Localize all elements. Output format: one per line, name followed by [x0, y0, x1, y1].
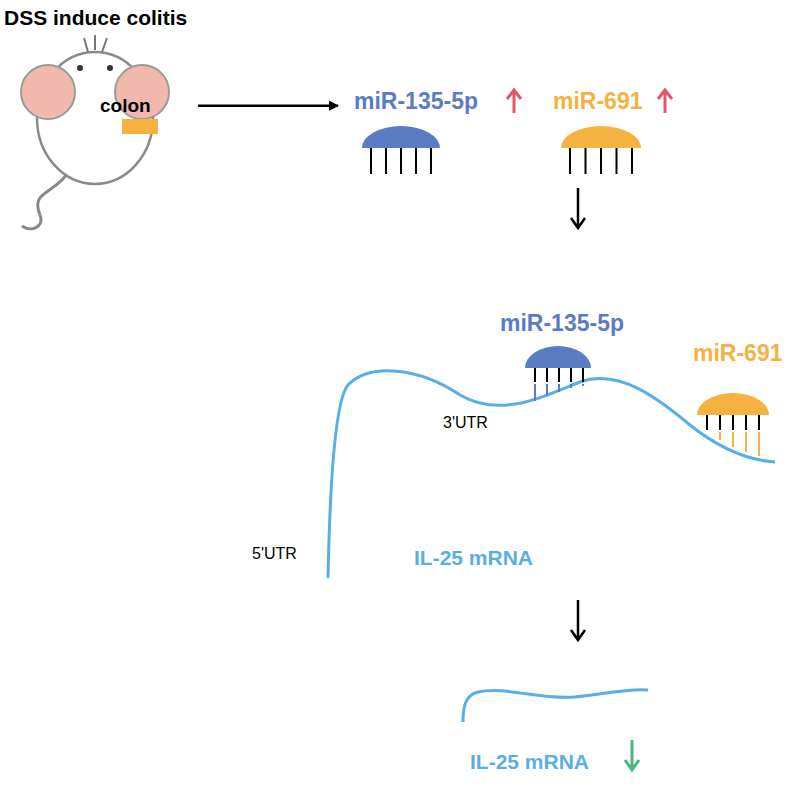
up-arrow [658, 90, 672, 113]
mirna-label: miR-135-5p [354, 89, 478, 114]
text-label: IL-25 mRNA [470, 750, 589, 773]
title: DSS induce colitis [4, 6, 187, 29]
mirna-teeth [535, 368, 583, 382]
mouse-hair [84, 35, 107, 52]
mirna-shape [561, 126, 661, 178]
up-arrow [507, 90, 521, 113]
mirna-node: miR-135-5p [354, 89, 478, 178]
down-arrow [625, 740, 639, 770]
mirna-node: miR-691 [553, 89, 661, 178]
text-label: 3'UTR [443, 414, 488, 432]
arrow-connector [198, 104, 338, 107]
colon-region: colon [100, 96, 158, 134]
mrna-fragment [463, 690, 648, 722]
down-arrow [571, 600, 585, 640]
base-pairs [535, 384, 583, 401]
mirna-shape [362, 126, 462, 178]
organ-label: colon [100, 96, 158, 117]
base-pairs [707, 432, 759, 456]
mirna-teeth [707, 415, 759, 430]
text-label: miR-135-5p [500, 311, 624, 336]
colon-bar [122, 119, 158, 134]
mouse-ear [21, 65, 75, 119]
text-label: 5'UTR [252, 545, 297, 563]
mouse-eye [77, 65, 83, 71]
mirna-shape [525, 346, 591, 368]
text-label: IL-25 mRNA [414, 546, 533, 569]
mouse-eye [107, 65, 113, 71]
mirna-shape [697, 393, 769, 415]
mirna-label: miR-691 [553, 89, 661, 114]
mrna-strand [328, 371, 775, 578]
down-arrow [571, 188, 585, 228]
text-label: miR-691 [693, 341, 782, 366]
mouse-tail [22, 170, 70, 229]
